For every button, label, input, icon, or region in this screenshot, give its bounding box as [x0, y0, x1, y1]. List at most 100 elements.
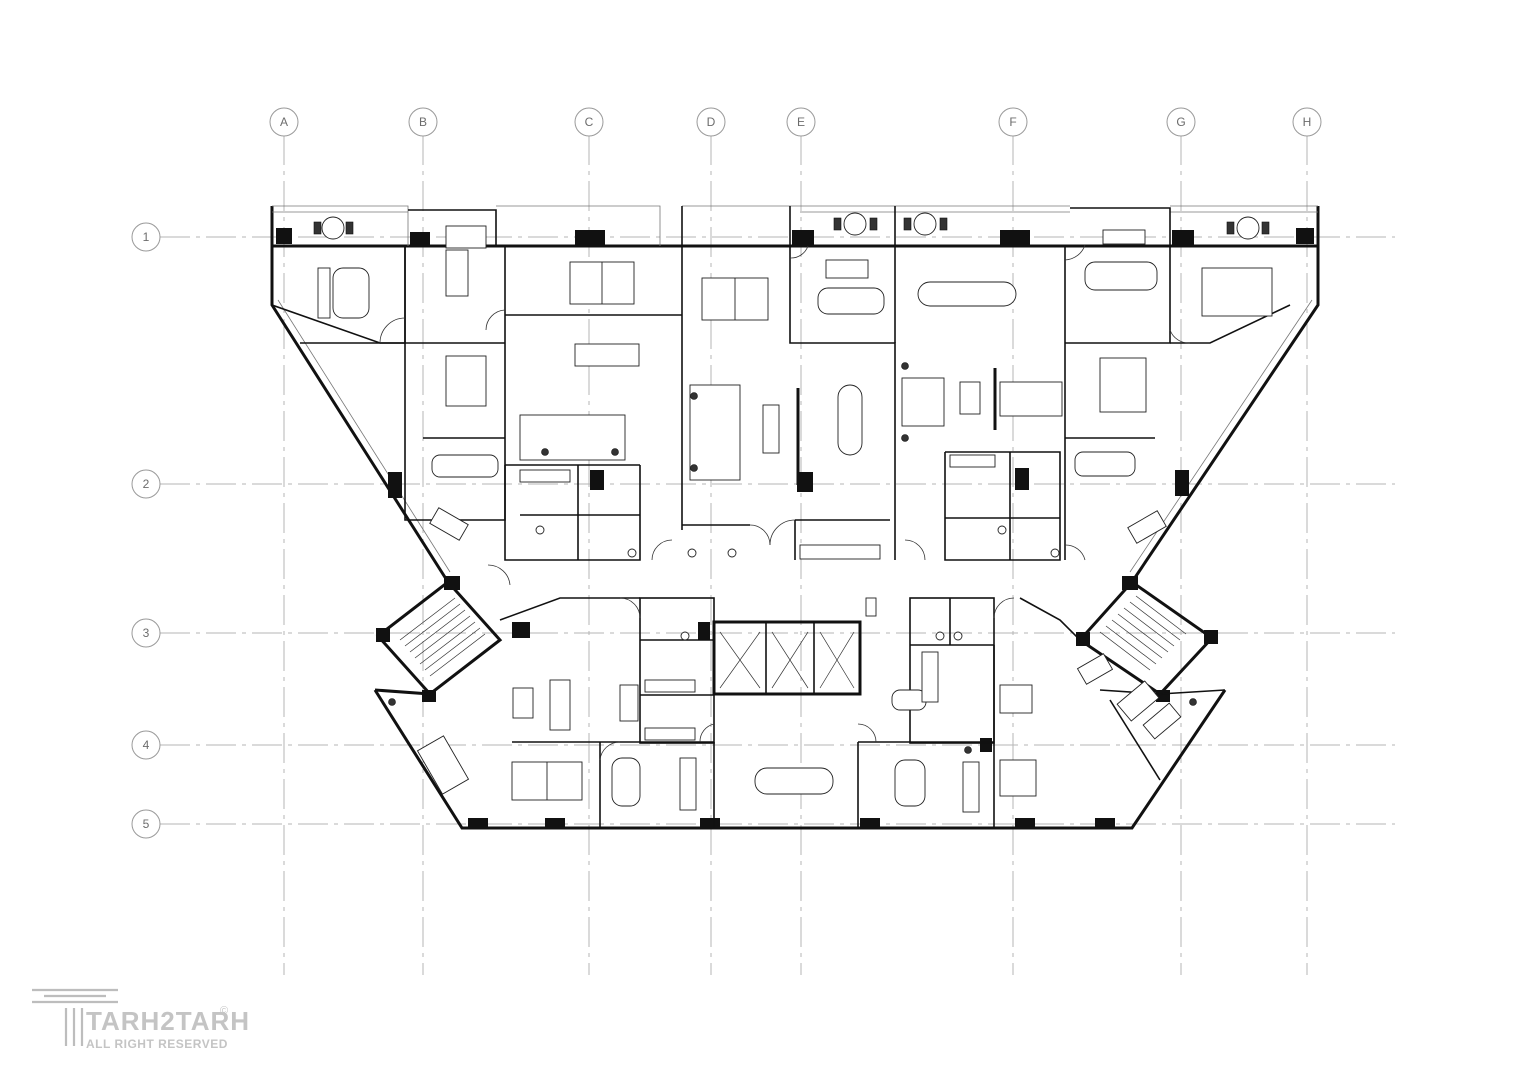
- lounge-set: [689, 384, 741, 481]
- column: [376, 628, 390, 642]
- door: [749, 524, 771, 546]
- desk: [574, 343, 640, 367]
- grid-bubble-4: 4: [131, 730, 161, 760]
- balcony-table-3: [903, 212, 948, 236]
- wc-core-left: [639, 597, 715, 744]
- sofa-set: [894, 759, 926, 807]
- kitchen-counter: [644, 727, 696, 741]
- grid-bubble-3: 3: [131, 618, 161, 648]
- sofa: [891, 689, 927, 711]
- column: [1175, 470, 1189, 496]
- balcony-table-2: [833, 212, 878, 236]
- desk: [1116, 680, 1160, 722]
- wc-block-f: [944, 451, 1061, 561]
- column: [698, 622, 710, 640]
- grid-label-5: 5: [143, 817, 150, 831]
- grid-bubble-c: C: [574, 107, 604, 137]
- lower-right-outer: [1099, 689, 1226, 695]
- toilet: [535, 525, 545, 535]
- sofa-set: [999, 684, 1033, 714]
- toilet: [935, 631, 945, 641]
- exterior-wall-bottom: [373, 689, 1227, 830]
- grid-label-h: H: [1303, 115, 1312, 129]
- door: [379, 317, 406, 344]
- office-lower-6-divider: [1109, 699, 1161, 781]
- desk: [512, 687, 534, 719]
- grid-label-a: A: [280, 115, 288, 129]
- door: [1064, 544, 1086, 561]
- desk: [962, 761, 980, 813]
- grid-bubble-h: H: [1292, 107, 1322, 137]
- lift-shafts: [719, 631, 855, 689]
- balcony-rail-2: [496, 205, 661, 246]
- logo-copyright-symbol: ©: [220, 1005, 228, 1017]
- grid-label-g: G: [1176, 115, 1185, 129]
- logo-t-icon: [32, 988, 118, 1046]
- stair-left: [375, 576, 530, 702]
- column: [512, 622, 530, 638]
- desk: [619, 684, 639, 722]
- plant: [611, 448, 619, 456]
- toilet: [1050, 548, 1060, 558]
- glazing-left: [277, 299, 451, 573]
- office-g1-walls: [1065, 246, 1171, 344]
- grid-bubble-f: F: [998, 107, 1028, 137]
- lower-left-outer: [374, 688, 431, 696]
- door: [699, 723, 715, 743]
- corridor-wall-right: [1019, 597, 1081, 641]
- kitchen-counter: [799, 544, 881, 560]
- grid-bubble-e: E: [786, 107, 816, 137]
- door: [485, 309, 506, 331]
- door: [769, 519, 796, 546]
- grid-bubble-a: A: [269, 107, 299, 137]
- grid-label-c: C: [585, 115, 594, 129]
- column: [1296, 228, 1314, 244]
- desk: [762, 404, 780, 454]
- grid-label-4: 4: [143, 738, 150, 752]
- grid-label-f: F: [1009, 115, 1016, 129]
- plant: [901, 362, 909, 370]
- office-e1-walls: [789, 246, 896, 560]
- grid-bubble-b: B: [408, 107, 438, 137]
- door: [487, 564, 511, 586]
- column: [590, 470, 604, 490]
- column: [1172, 230, 1194, 246]
- column: [1000, 230, 1030, 246]
- desk: [1127, 510, 1167, 544]
- balcony-table-1: [313, 216, 354, 240]
- workstation-cluster: [999, 759, 1037, 797]
- plant: [690, 464, 698, 472]
- conference-table: [917, 281, 1017, 307]
- column-bubbles: A B C D E F G H: [269, 107, 1322, 137]
- door: [789, 245, 809, 259]
- sofa-set: [817, 287, 885, 315]
- lounge-set: [901, 377, 945, 427]
- kitchen-counter: [519, 469, 571, 483]
- shaft: [865, 597, 877, 617]
- plant: [541, 448, 549, 456]
- column: [1156, 690, 1170, 702]
- sofa: [431, 454, 499, 478]
- workstation-cluster: [1201, 267, 1273, 317]
- column: [422, 690, 436, 702]
- grid-label-b: B: [419, 115, 427, 129]
- column: [1076, 632, 1090, 646]
- grid-lines: [160, 135, 1395, 975]
- conference-table: [754, 767, 834, 795]
- column: [700, 818, 720, 828]
- grid-bubble-2: 2: [131, 469, 161, 499]
- door: [599, 741, 621, 761]
- column: [1095, 818, 1115, 828]
- kitchen-counter: [644, 679, 696, 693]
- column: [792, 230, 814, 246]
- stair-right: [1076, 576, 1218, 702]
- grid-label-3: 3: [143, 626, 150, 640]
- sofa-set: [1084, 261, 1158, 291]
- exterior-wall-right-upper: [1130, 206, 1320, 583]
- grid-label-2: 2: [143, 477, 150, 491]
- corridor-wall-left: [499, 597, 640, 621]
- door: [1169, 329, 1191, 344]
- balcony-wall-b: [408, 209, 497, 246]
- column: [980, 738, 992, 752]
